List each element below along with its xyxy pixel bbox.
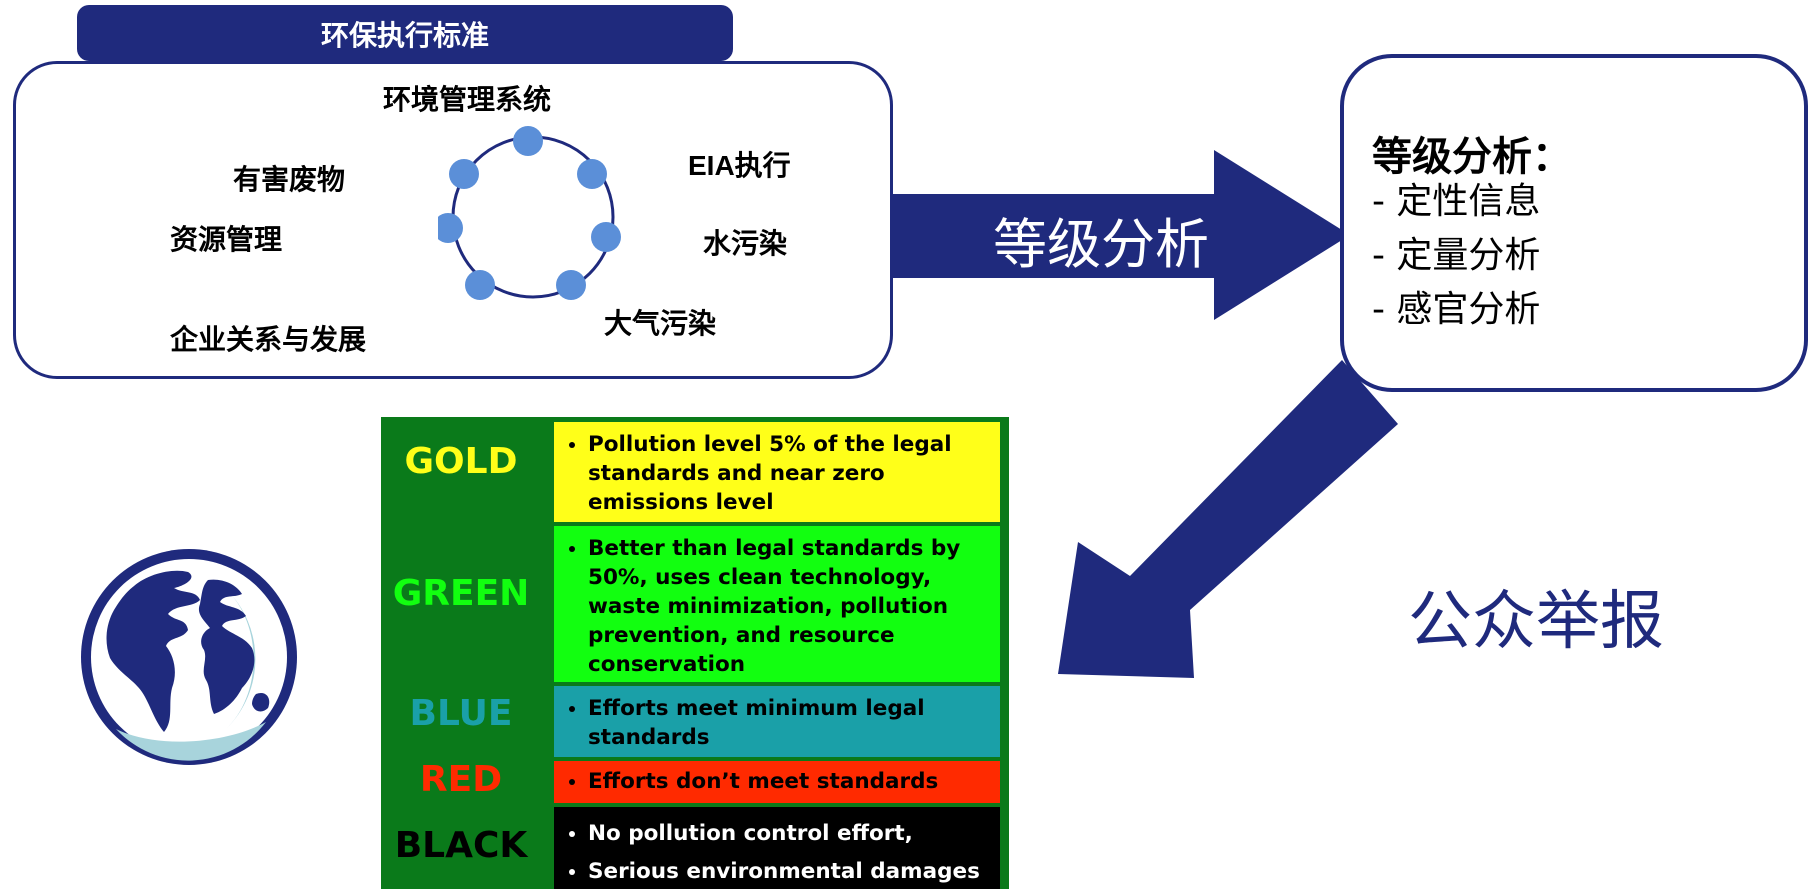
- rating-item-sensory: - 感官分析: [1372, 289, 1541, 330]
- tier-description-blue: Efforts meet minimum legal standards: [554, 686, 1000, 757]
- arrow-label: 等级分析: [993, 213, 1209, 276]
- tier-name-green: GREEN: [392, 573, 530, 614]
- rating-item-qualitative: - 定性信息: [1372, 181, 1541, 222]
- standards-title: 环保执行标准: [77, 5, 733, 61]
- cycle-node-3: [591, 222, 621, 252]
- tier-bullet: Efforts meet minimum legal standards: [588, 694, 990, 752]
- tier-name-blue: BLUE: [409, 693, 513, 734]
- topic-water-pollution: 水污染: [703, 227, 788, 260]
- cycle-node-4: [556, 270, 586, 300]
- tier-description-gold: Pollution level 5% of the legal standard…: [554, 422, 1000, 522]
- tier-bullet: Pollution level 5% of the legal standard…: [588, 430, 990, 517]
- tier-name-gold: GOLD: [404, 441, 518, 482]
- public-report-label: 公众举报: [1408, 585, 1664, 659]
- arrow-diagonal: [1058, 360, 1398, 678]
- topic-air-pollution: 大气污染: [604, 307, 717, 340]
- tier-bullet: Efforts don’t meet standards: [588, 767, 990, 796]
- tier-description-red: Efforts don’t meet standards: [554, 761, 1000, 803]
- rating-analysis-title: 等级分析：: [1372, 134, 1572, 180]
- tier-bullet: No pollution control effort,: [588, 815, 990, 853]
- tier-description-black: No pollution control effort, Serious env…: [554, 807, 1000, 889]
- rating-item-quantitative: - 定量分析: [1372, 235, 1541, 276]
- tier-name-red: RED: [419, 759, 503, 800]
- topic-cycle-diagram: [438, 126, 621, 300]
- cycle-node-1: [513, 126, 543, 156]
- tier-bullet: Better than legal standards by 50%, uses…: [588, 534, 990, 679]
- cycle-node-6: [438, 213, 463, 243]
- globe-icon: [81, 549, 297, 765]
- tier-name-black: BLACK: [394, 825, 528, 866]
- topic-enterprise-relations: 企业关系与发展: [170, 323, 367, 356]
- rating-analysis-panel: [1340, 54, 1808, 392]
- arrow-right: [890, 150, 1350, 320]
- cycle-node-7: [449, 159, 479, 189]
- topic-hazardous-waste: 有害废物: [233, 163, 346, 196]
- cycle-node-5: [465, 270, 495, 300]
- cycle-node-2: [577, 159, 607, 189]
- tier-bullet: Serious environmental damages: [588, 853, 990, 891]
- rating-tier-table: GOLD Pollution level 5% of the legal sta…: [381, 417, 1009, 889]
- topic-ems: 环境管理系统: [383, 83, 552, 116]
- tier-description-green: Better than legal standards by 50%, uses…: [554, 526, 1000, 682]
- topic-eia: EIA执行: [688, 150, 791, 181]
- topic-resource-management: 资源管理: [170, 223, 283, 256]
